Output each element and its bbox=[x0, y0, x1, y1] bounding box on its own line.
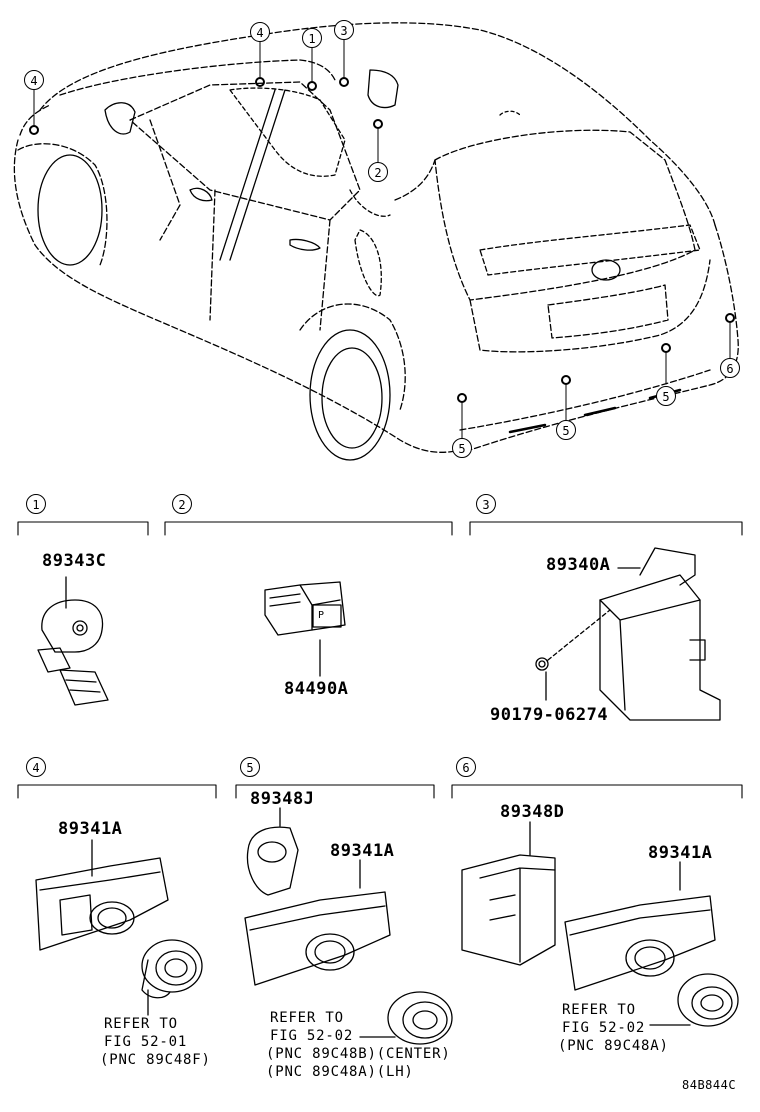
ref-note-sec5-line1: REFER TO bbox=[270, 1010, 344, 1026]
section-5-number: 5 bbox=[240, 757, 260, 777]
diagram-code: 84B844C bbox=[682, 1078, 737, 1092]
ref-note-sec6-line2: FIG 52-02 bbox=[562, 1020, 646, 1036]
section-brackets bbox=[17, 521, 743, 799]
callout-3: 3 bbox=[334, 20, 354, 40]
section-1-number: 1 bbox=[26, 494, 46, 514]
part-label-89348j: 89348J bbox=[250, 789, 315, 809]
part-label-89341a-sec5: 89341A bbox=[330, 841, 395, 861]
callout-2: 2 bbox=[368, 162, 388, 182]
callout-1: 1 bbox=[302, 28, 322, 48]
ref-note-sec6-line3: (PNC 89C48A) bbox=[558, 1038, 669, 1054]
part-label-89348d: 89348D bbox=[500, 802, 565, 822]
part-89340a-drawing bbox=[535, 547, 721, 721]
part-5-sensor-drawing bbox=[244, 807, 453, 1045]
part-label-84490a: 84490A bbox=[284, 679, 349, 699]
section-4-number: 4 bbox=[26, 757, 46, 777]
ref-note-sec4-line2: FIG 52-01 bbox=[104, 1034, 188, 1050]
part-4-sensor-drawing bbox=[35, 839, 203, 1016]
ref-note-sec4-line3: (PNC 89C48F) bbox=[100, 1052, 211, 1068]
switch-p-icon: P bbox=[318, 610, 325, 621]
part-label-89340a: 89340A bbox=[546, 555, 611, 575]
ref-note-sec5-line2: FIG 52-02 bbox=[270, 1028, 354, 1044]
callout-5-center: 5 bbox=[556, 420, 576, 440]
ref-note-sec6-line1: REFER TO bbox=[562, 1002, 636, 1018]
section-2-number: 2 bbox=[172, 494, 192, 514]
ref-note-sec5-line4: (PNC 89C48A)(LH) bbox=[266, 1064, 414, 1080]
callout-5-right: 5 bbox=[656, 386, 676, 406]
part-84490a-drawing bbox=[264, 581, 346, 677]
part-89343c-drawing bbox=[37, 576, 109, 706]
section-3-number: 3 bbox=[476, 494, 496, 514]
ref-note-sec5-line3: (PNC 89C48B)(CENTER) bbox=[266, 1046, 451, 1062]
section-6-number: 6 bbox=[456, 757, 476, 777]
part-label-89343c: 89343C bbox=[42, 551, 107, 571]
part-6-sensor-drawing bbox=[461, 821, 739, 1027]
callout-6: 6 bbox=[720, 358, 740, 378]
part-label-89341a-sec6: 89341A bbox=[648, 843, 713, 863]
ref-note-sec4-line1: REFER TO bbox=[104, 1016, 178, 1032]
part-label-90179-06274: 90179-06274 bbox=[490, 705, 609, 725]
callout-5-left: 5 bbox=[452, 438, 472, 458]
callout-4: 4 bbox=[250, 22, 270, 42]
car-illustration bbox=[13, 22, 739, 461]
part-label-89341a-sec4: 89341A bbox=[58, 819, 123, 839]
callout-4-front: 4 bbox=[24, 70, 44, 90]
